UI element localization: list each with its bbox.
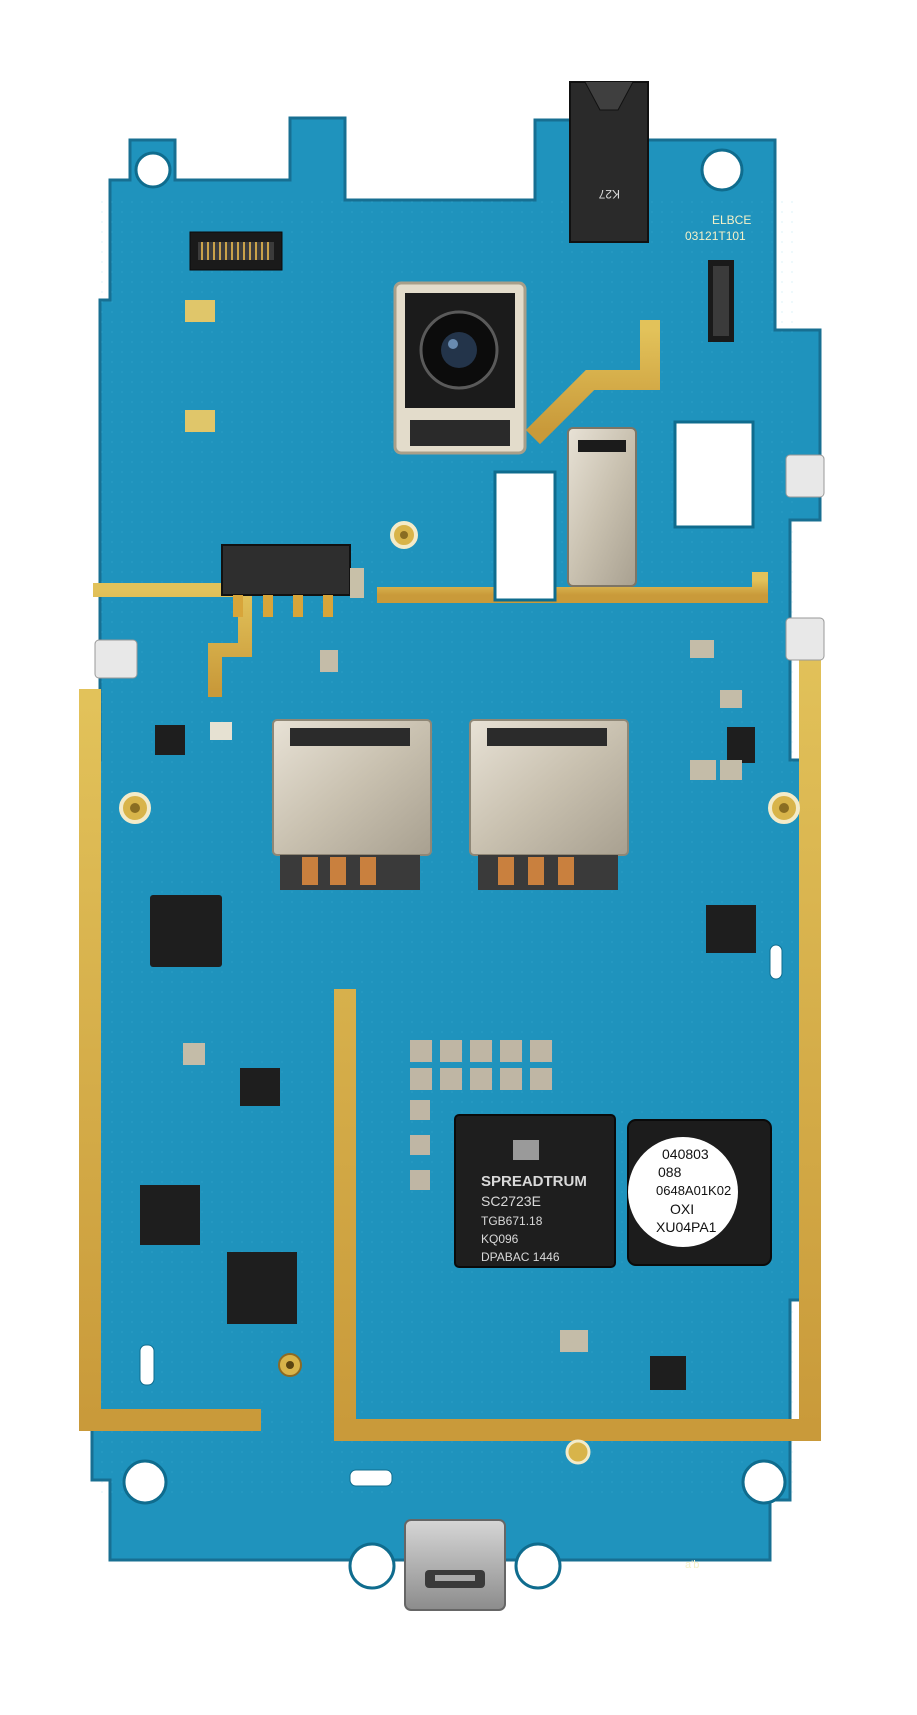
processor-line1: TGB671.18 bbox=[481, 1214, 543, 1228]
sticker-line3: 0648A01K02 bbox=[656, 1183, 731, 1198]
silkscreen-label: ELBCE bbox=[712, 213, 751, 227]
sticker-line4: OXI bbox=[670, 1201, 694, 1217]
sticker-line2: 088 bbox=[658, 1164, 682, 1180]
micro-usb-port bbox=[404, 1519, 506, 1611]
silkscreen-code: 03121T101 bbox=[685, 229, 746, 243]
board-slot bbox=[769, 944, 783, 980]
mounting-holes bbox=[122, 148, 787, 1590]
gold-ground-traces bbox=[79, 320, 821, 1499]
memory-chip: 040803 088 0648A01K02 OXI XU04PA1 bbox=[627, 1119, 772, 1266]
camera-module bbox=[393, 281, 527, 455]
processor-model: SC2723E bbox=[481, 1193, 541, 1209]
silkscreen-footer: a'b bbox=[685, 1559, 699, 1571]
sim-slot-1 bbox=[272, 719, 432, 890]
memory-sticker bbox=[628, 1137, 738, 1247]
processor-chip: SPREADTRUM SC2723E TGB671.18 KQ096 DPABA… bbox=[454, 1114, 616, 1268]
small-ics bbox=[140, 725, 756, 1390]
board-slot bbox=[139, 1344, 155, 1386]
sticker-line1: 040803 bbox=[662, 1146, 709, 1162]
processor-line3: DPABAC 1446 bbox=[481, 1250, 560, 1264]
memory-card-slot bbox=[567, 427, 637, 587]
passive-components bbox=[183, 300, 742, 1352]
sim-slot-2 bbox=[469, 719, 629, 890]
side-connector bbox=[708, 260, 734, 342]
board-cutout bbox=[673, 420, 755, 529]
screw-pads bbox=[119, 521, 800, 1465]
processor-line2: KQ096 bbox=[481, 1232, 519, 1246]
battery-connector bbox=[221, 544, 364, 617]
sticker-line5: XU04PA1 bbox=[656, 1219, 717, 1235]
side-switches bbox=[94, 454, 825, 679]
audio-jack: K27 bbox=[569, 81, 649, 243]
board-cutout bbox=[493, 470, 557, 602]
rf-coax-connector bbox=[278, 1353, 302, 1377]
processor-brand: SPREADTRUM bbox=[481, 1173, 587, 1190]
jack-label: K27 bbox=[598, 187, 620, 201]
board-slot bbox=[349, 1469, 393, 1487]
display-connector bbox=[189, 231, 283, 271]
